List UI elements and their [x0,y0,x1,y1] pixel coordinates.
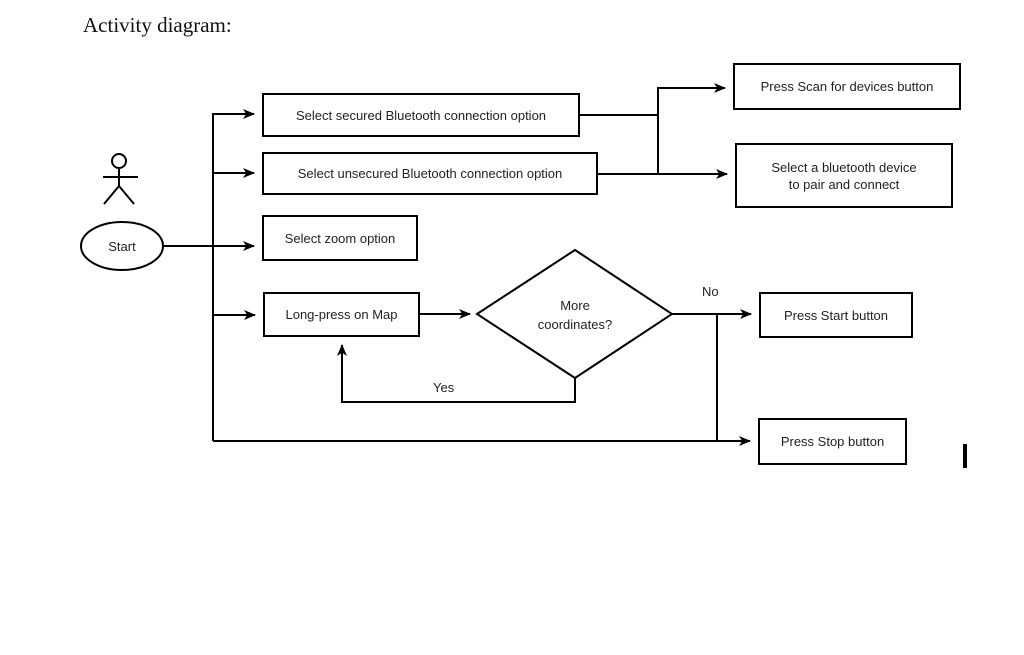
decision-label-line1: More [560,298,590,313]
actor-icon [103,153,138,205]
activity-label: Select zoom option [284,230,396,246]
activity-select-zoom-option: Select zoom option [262,215,418,261]
page-title: Activity diagram: [83,13,232,37]
activity-select-secured-bluetooth: Select secured Bluetooth connection opti… [262,93,580,137]
activity-select-bluetooth-device: Select a bluetooth device to pair and co… [735,143,953,208]
activity-label: Press Scan for devices button [760,79,934,94]
activity-select-unsecured-bluetooth: Select unsecured Bluetooth connection op… [262,152,598,195]
activity-label: Select unsecured Bluetooth connection op… [297,166,563,181]
activity-label: Long-press on Map [285,307,398,322]
edge-label-yes: Yes [433,380,455,395]
activity-label-line1: Select a bluetooth device [771,159,917,175]
activity-press-stop-button: Press Stop button [758,418,907,465]
activity-press-scan-button: Press Scan for devices button [733,63,961,110]
decision-label-line2: coordinates? [537,317,613,332]
activity-label: Select secured Bluetooth connection opti… [295,107,547,123]
activity-press-start-button: Press Start button [759,292,913,338]
activity-long-press-on-map: Long-press on Map [263,292,420,337]
activity-label-line2: to pair and connect [788,176,900,192]
activity-label: Press Start button [783,307,889,323]
text-cursor [963,444,967,468]
edge-label-no: No [702,284,719,299]
activity-label: Press Stop button [780,434,885,449]
start-node-label: Start [108,239,136,254]
connector-lines [163,83,752,446]
decision-label: More coordinates? [505,296,645,334]
